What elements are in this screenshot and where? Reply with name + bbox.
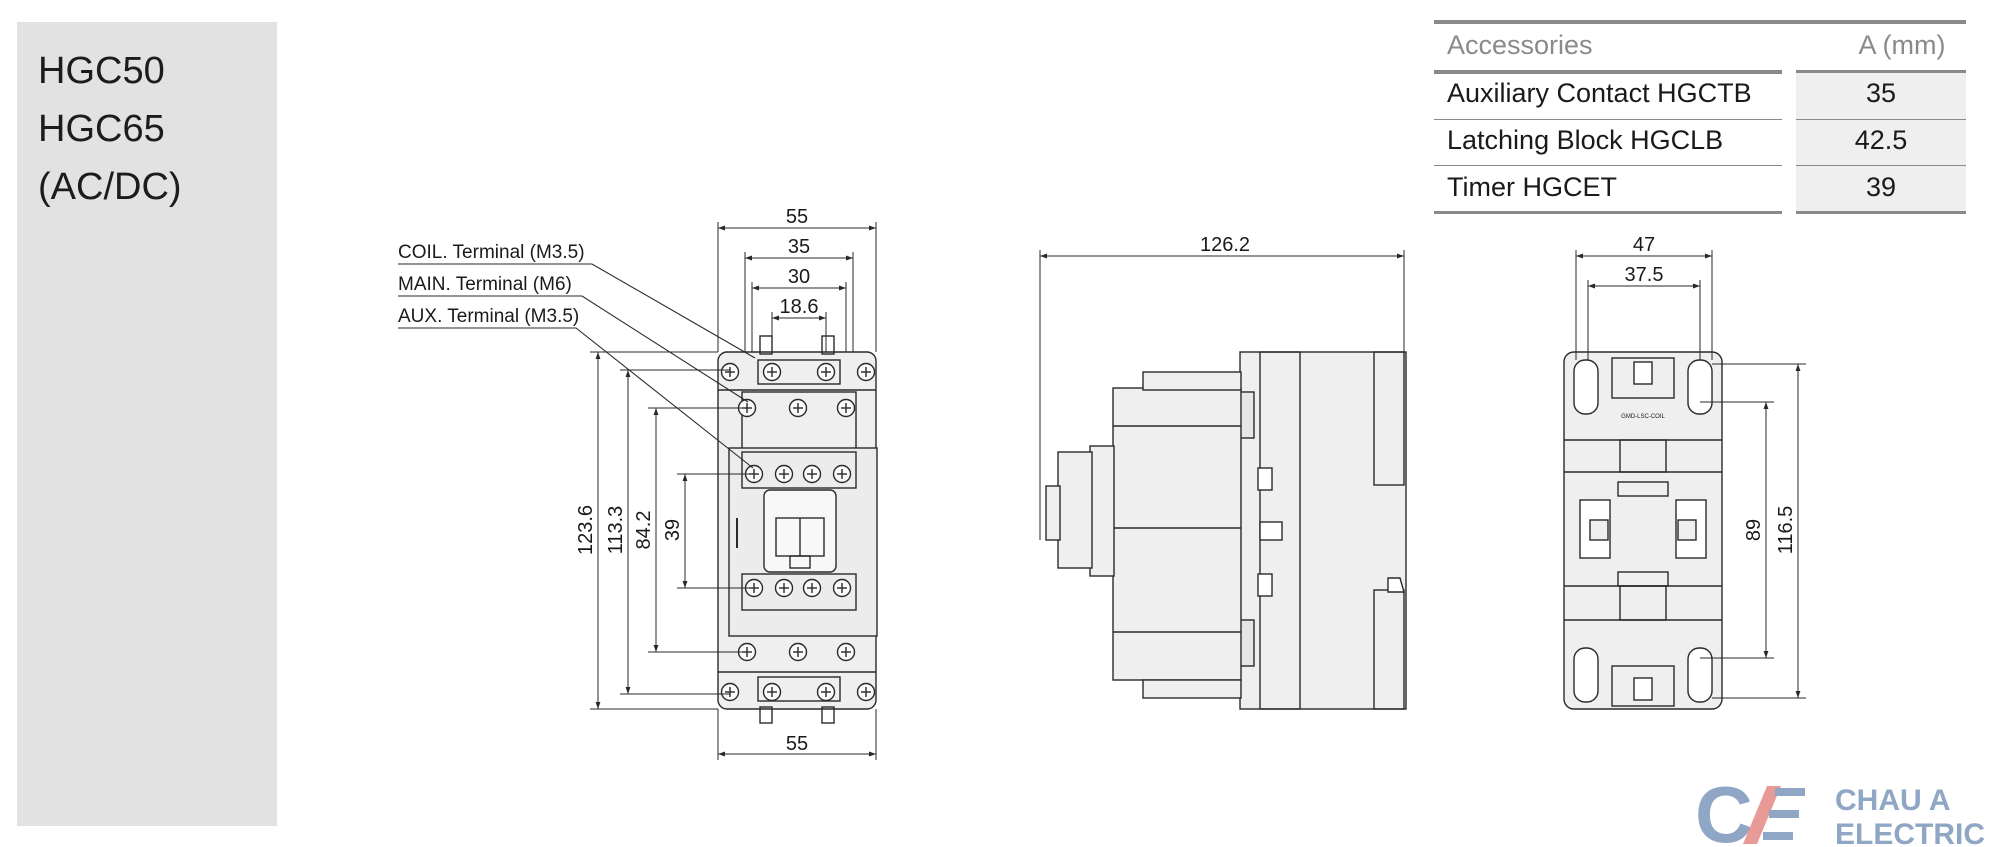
back-top-terminal-recess bbox=[1611, 357, 1675, 399]
side-vent-top bbox=[1257, 467, 1273, 491]
front-indicator-tab bbox=[789, 555, 811, 569]
dim-front-18-6: 18.6 bbox=[780, 296, 819, 318]
side-notch-top bbox=[1239, 391, 1255, 439]
back-slot-top-right bbox=[1687, 359, 1713, 415]
logo-mark: C bbox=[1695, 778, 1753, 847]
dim-front-35: 35 bbox=[788, 236, 810, 258]
model-hgc65: HGC65 bbox=[38, 108, 165, 150]
row-divider bbox=[1796, 165, 1966, 166]
dim-front-55-top: 55 bbox=[786, 206, 808, 228]
dim-front-55-bottom: 55 bbox=[786, 733, 808, 755]
dim-front-30: 30 bbox=[788, 266, 810, 288]
table-row-name: Latching Block HGCLB bbox=[1447, 125, 1724, 155]
back-bottom-terminal-recess bbox=[1611, 665, 1675, 707]
front-top-mount-tab-right bbox=[821, 335, 835, 355]
side-front-cover bbox=[1089, 445, 1115, 577]
front-height-dimensions bbox=[590, 351, 754, 710]
table-row-value: 42.5 bbox=[1854, 125, 1908, 155]
dim-front-39: 39 bbox=[662, 519, 684, 541]
side-width-dimension bbox=[1039, 250, 1405, 540]
table-row-value: 35 bbox=[1865, 78, 1897, 108]
header-dimension: A (mm) bbox=[1858, 30, 1946, 60]
dim-front-84-2: 84.2 bbox=[633, 511, 655, 550]
sidebar-panel bbox=[17, 22, 277, 826]
table-bottom-rule-left bbox=[1434, 211, 1782, 214]
back-view bbox=[1563, 351, 1723, 710]
front-bottom-coil-terminal bbox=[757, 676, 841, 702]
aux-leader-line bbox=[398, 327, 754, 469]
table-top-rule bbox=[1434, 20, 1966, 24]
coil-terminal-label: COIL. Terminal (M3.5) bbox=[398, 242, 585, 263]
model-hgc50: HGC50 bbox=[38, 50, 165, 92]
row-divider bbox=[1796, 119, 1966, 120]
side-indicator-housing bbox=[1057, 451, 1093, 569]
front-bottom-mount-tab-right bbox=[821, 706, 835, 724]
dim-side-126-2: 126.2 bbox=[1200, 234, 1250, 256]
front-bottom-mount-tab-left bbox=[759, 706, 773, 724]
header-accessories: Accessories bbox=[1447, 30, 1593, 60]
front-top-coil-terminal bbox=[757, 359, 841, 385]
back-dimensions bbox=[1575, 250, 1806, 699]
side-indicator-button bbox=[1045, 485, 1061, 541]
front-view bbox=[717, 335, 878, 724]
dim-back-89: 89 bbox=[1743, 519, 1765, 541]
main-leader-line bbox=[398, 295, 749, 403]
dim-front-113-3: 113.3 bbox=[605, 506, 627, 555]
main-terminal-label: MAIN. Terminal (M6) bbox=[398, 274, 572, 295]
header-rule-left bbox=[1434, 70, 1782, 74]
front-width-dimensions bbox=[717, 222, 877, 760]
back-slot-top-left bbox=[1573, 359, 1599, 415]
terminal-callouts bbox=[398, 263, 756, 469]
side-notch-bottom bbox=[1239, 619, 1255, 667]
table-row-name: Timer HGCET bbox=[1447, 172, 1617, 202]
back-slot-bottom-right bbox=[1687, 647, 1713, 703]
header-rule-right bbox=[1796, 70, 1966, 74]
logo-a-mark bbox=[1743, 786, 1781, 844]
table-row-name: Auxiliary Contact HGCTB bbox=[1447, 78, 1752, 108]
side-view bbox=[1045, 351, 1407, 710]
back-coil-label: GMD-LSC-COIL bbox=[1621, 414, 1665, 420]
side-release-hook bbox=[1387, 577, 1405, 593]
side-din-clip-top bbox=[1373, 351, 1405, 486]
side-main-body bbox=[1112, 387, 1242, 681]
side-pivot-pin bbox=[1259, 521, 1283, 541]
dim-back-37-5: 37.5 bbox=[1625, 264, 1664, 286]
side-bottom-terminal-block bbox=[1142, 679, 1242, 699]
table-bottom-rule-right bbox=[1796, 211, 1966, 214]
aux-terminal-label: AUX. Terminal (M3.5) bbox=[398, 306, 579, 327]
coil-leader-line bbox=[398, 263, 756, 359]
model-ac-dc: (AC/DC) bbox=[38, 166, 182, 208]
dim-back-47: 47 bbox=[1633, 234, 1655, 256]
row-divider bbox=[1434, 119, 1782, 120]
back-slot-bottom-left bbox=[1573, 647, 1599, 703]
row-divider bbox=[1434, 165, 1782, 166]
logo-text-electric: ELECTRIC bbox=[1835, 818, 1985, 847]
dim-front-123-6: 123.6 bbox=[575, 505, 597, 555]
side-vent-bottom bbox=[1257, 573, 1273, 597]
dim-back-116-5: 116.5 bbox=[1775, 506, 1797, 555]
accessories-table: Accessories A (mm) Auxiliary Contact HGC… bbox=[1434, 20, 1966, 215]
side-top-terminal-block bbox=[1142, 371, 1242, 391]
chau-a-electric-logo: C CHAU A ELECTRIC bbox=[1695, 778, 1985, 847]
front-aux-block-top bbox=[741, 451, 857, 489]
table-row-value: 39 bbox=[1865, 172, 1897, 202]
front-aux-block-bottom bbox=[741, 573, 857, 611]
value-column-bg bbox=[1796, 73, 1966, 212]
logo-text-chau-a: CHAU A bbox=[1835, 784, 1951, 817]
